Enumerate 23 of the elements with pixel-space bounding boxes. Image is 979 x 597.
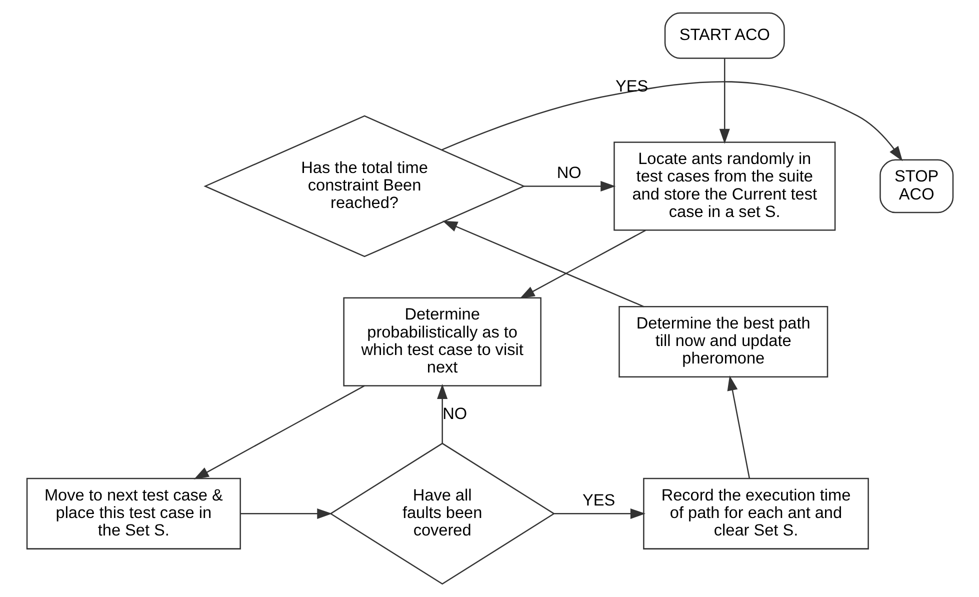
edge-label: YES xyxy=(582,491,615,510)
node-diamond: Has the total time constraint Been reached? xyxy=(203,115,525,258)
arrow xyxy=(441,81,902,162)
arrow xyxy=(726,375,750,478)
node-box: STOP ACO xyxy=(879,159,954,214)
node-diamond: Have all faults been covered xyxy=(328,442,555,585)
node-box: Determine probabilistically as to which test case to visit next xyxy=(342,297,541,386)
arrow xyxy=(718,58,730,144)
arrow xyxy=(524,180,616,192)
node-box: Move to next test case & place this test case in the Set S. xyxy=(26,478,240,550)
arrow xyxy=(519,230,646,299)
arrow xyxy=(436,384,448,444)
node-box: Locate ants randomly in test cases from the suite and store the Current test case in a set S. xyxy=(613,142,836,231)
node-box: Record the execution time of path for each ant and clear Set S. xyxy=(642,478,868,550)
arrow xyxy=(442,220,644,308)
node-box: START ACO xyxy=(664,12,784,59)
arrow xyxy=(240,508,332,519)
node-box: Determine the best path till now and update pheromone xyxy=(618,306,828,378)
edge-label: YES xyxy=(614,77,648,96)
edge-label: NO xyxy=(556,164,581,182)
arrow xyxy=(554,508,645,519)
edge-label: NO xyxy=(442,404,467,423)
arrow xyxy=(193,385,364,480)
